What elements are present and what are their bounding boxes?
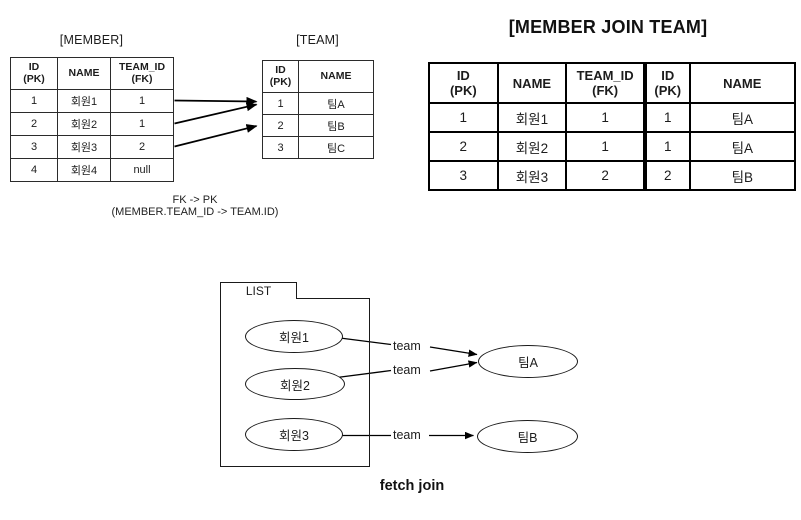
table-row: 3 회원3 2 [10, 135, 174, 159]
cell: 팀C [298, 136, 374, 159]
join-col-team-id: ID (PK) [645, 62, 691, 104]
join-table-team-part: ID (PK) NAME 1 팀A 1 팀A [645, 62, 797, 191]
cell: 팀A [298, 92, 374, 115]
cell: 3 [10, 135, 58, 159]
cell: 1 [262, 92, 299, 115]
team-col-id: ID (PK) [262, 60, 299, 93]
join-table: ID (PK) NAME TEAM_ID (FK) 1 회원1 [428, 62, 797, 191]
team1-arrow [429, 346, 478, 357]
fk-arrow-row2 [174, 102, 258, 125]
cell: 1 [428, 102, 499, 133]
table-row: 2 회원2 1 [428, 131, 645, 162]
cell: 회원1 [496, 102, 568, 133]
teamB-node: 팀B [477, 420, 578, 453]
relation-label-team2: team [393, 363, 421, 377]
fk-note-line1: FK -> PK [172, 194, 218, 206]
fetch-join-caption: fetch join [379, 478, 445, 494]
teamA-node: 팀A [478, 345, 578, 378]
fk-arrow-row3 [174, 124, 258, 148]
join-header-row: ID (PK) NAME [645, 62, 797, 104]
cell: 회원3 [496, 160, 568, 191]
team2-arrow [429, 360, 478, 372]
member-col-teamid: TEAM_ID (FK) [110, 57, 174, 90]
cell: 1 [565, 102, 645, 133]
member-table-title: [MEMBER] [59, 33, 124, 47]
team-table-title: [TEAM] [296, 33, 339, 47]
cell: 2 [10, 112, 58, 136]
table-row: 2 팀B [262, 114, 374, 137]
cell: 2 [262, 114, 299, 137]
join-col-team-name: NAME [688, 62, 797, 104]
member3-node: 회원3 [245, 418, 343, 451]
member2-node: 회원2 [245, 368, 345, 400]
list-tab-label: LIST [220, 282, 297, 299]
cell: 2 [565, 160, 645, 191]
cell: 3 [262, 136, 299, 159]
table-row: 4 회원4 null [10, 158, 174, 182]
table-row: 3 팀C [262, 136, 374, 159]
relation-label-team3: team [393, 428, 421, 442]
cell: 1 [110, 89, 174, 113]
cell: 1 [645, 102, 691, 133]
cell: 2 [645, 160, 691, 191]
table-row: 1 회원1 1 [10, 89, 174, 113]
cell: 4 [10, 158, 58, 182]
fk-note-line2: (MEMBER.TEAM_ID -> TEAM.ID) [111, 205, 279, 218]
join-col-member-id: ID (PK) [428, 62, 499, 104]
member-col-name: NAME [57, 57, 111, 90]
cell: 회원2 [57, 112, 111, 136]
cell: 2 [428, 131, 499, 162]
cell: 팀A [688, 102, 797, 133]
cell: 회원2 [496, 131, 568, 162]
cell: 팀B [688, 160, 797, 191]
join-table-title: [MEMBER JOIN TEAM] [508, 17, 708, 37]
table-row: 2 팀B [645, 160, 797, 191]
team-table: ID (PK) NAME 1 팀A 2 팀B 3 팀C [262, 60, 374, 159]
cell: 팀A [688, 131, 797, 162]
cell: 회원3 [57, 135, 111, 159]
cell: 1 [10, 89, 58, 113]
table-row: 1 팀A [645, 131, 797, 162]
table-row: 1 팀A [262, 92, 374, 115]
cell: 회원4 [57, 158, 111, 182]
cell: 팀B [298, 114, 374, 137]
fk-note: FK -> PK (MEMBER.TEAM_ID -> TEAM.ID) [95, 194, 295, 218]
table-row: 3 회원3 2 [428, 160, 645, 191]
member1-node: 회원1 [245, 320, 343, 353]
table-row: 1 팀A [645, 102, 797, 133]
relation-label-team1: team [393, 339, 421, 353]
cell: 2 [110, 135, 174, 159]
member-col-id: ID (PK) [10, 57, 58, 90]
team-col-name: NAME [298, 60, 374, 93]
fk-arrow-row1 [174, 96, 258, 106]
cell: 회원1 [57, 89, 111, 113]
cell: 1 [565, 131, 645, 162]
table-row: 2 회원2 1 [10, 112, 174, 136]
cell: 1 [110, 112, 174, 136]
cell: 3 [428, 160, 499, 191]
member-table: ID (PK) NAME TEAM_ID (FK) 1 회원1 1 [10, 57, 174, 182]
cell: 1 [645, 131, 691, 162]
join-col-teamid: TEAM_ID (FK) [565, 62, 645, 104]
join-table-member-part: ID (PK) NAME TEAM_ID (FK) 1 회원1 [428, 62, 645, 191]
join-col-member-name: NAME [496, 62, 568, 104]
member-header-row: ID (PK) NAME TEAM_ID (FK) [10, 57, 174, 90]
cell: null [110, 158, 174, 182]
join-header-row: ID (PK) NAME TEAM_ID (FK) [428, 62, 645, 104]
team-header-row: ID (PK) NAME [262, 60, 374, 93]
table-row: 1 회원1 1 [428, 102, 645, 133]
